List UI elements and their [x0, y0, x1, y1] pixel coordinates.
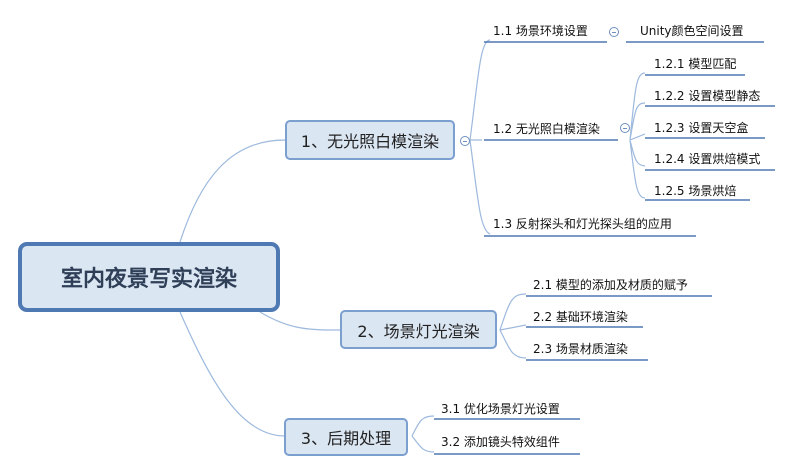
topic-2-1[interactable]: 2.1 模型的添加及材质的赋予 — [533, 278, 688, 292]
topic-1-2-5[interactable]: 1.2.5 场景烘焙 — [654, 184, 737, 198]
branch-node-3[interactable]: 3、后期处理 — [284, 418, 408, 456]
topic-3-2[interactable]: 3.2 添加镜头特效组件 — [441, 435, 560, 449]
connector-root-branch1 — [179, 139, 286, 243]
collapse-icon[interactable] — [460, 136, 470, 146]
root-node[interactable]: 室内夜景写实渲染 — [18, 242, 280, 312]
topic-3-1[interactable]: 3.1 优化场景灯光设置 — [441, 402, 560, 416]
topic-1-2-4[interactable]: 1.2.4 设置烘焙模式 — [654, 152, 761, 166]
topic-1-2[interactable]: 1.2 无光照白模渲染 — [493, 122, 600, 136]
connector-root-branch3 — [179, 311, 286, 437]
topic-1-1-1[interactable]: Unity颜色空间设置 — [640, 24, 744, 38]
topic-1-1[interactable]: 1.1 场景环境设置 — [493, 24, 588, 38]
topic-1-3[interactable]: 1.3 反射探头和灯光探头组的应用 — [493, 217, 672, 231]
connector-branch1-children — [469, 39, 491, 235]
connector-1-2-children — [629, 72, 646, 199]
branch-node-2[interactable]: 2、场景灯光渲染 — [340, 310, 497, 349]
topic-2-3[interactable]: 2.3 场景材质渲染 — [533, 342, 628, 356]
topic-2-2[interactable]: 2.2 基础环境渲染 — [533, 310, 628, 324]
topic-1-2-2[interactable]: 1.2.2 设置模型静态 — [654, 89, 761, 103]
connector-root-branch2 — [259, 311, 341, 331]
connector-branch3-children — [411, 415, 435, 453]
topic-1-2-1[interactable]: 1.2.1 模型匹配 — [654, 57, 737, 71]
collapse-icon[interactable] — [609, 27, 619, 37]
topic-1-2-3[interactable]: 1.2.3 设置天空盒 — [654, 121, 749, 135]
branch-node-1[interactable]: 1、无光照白模渲染 — [285, 120, 455, 160]
connector-branch2-children — [499, 293, 527, 359]
collapse-icon[interactable] — [620, 123, 630, 133]
